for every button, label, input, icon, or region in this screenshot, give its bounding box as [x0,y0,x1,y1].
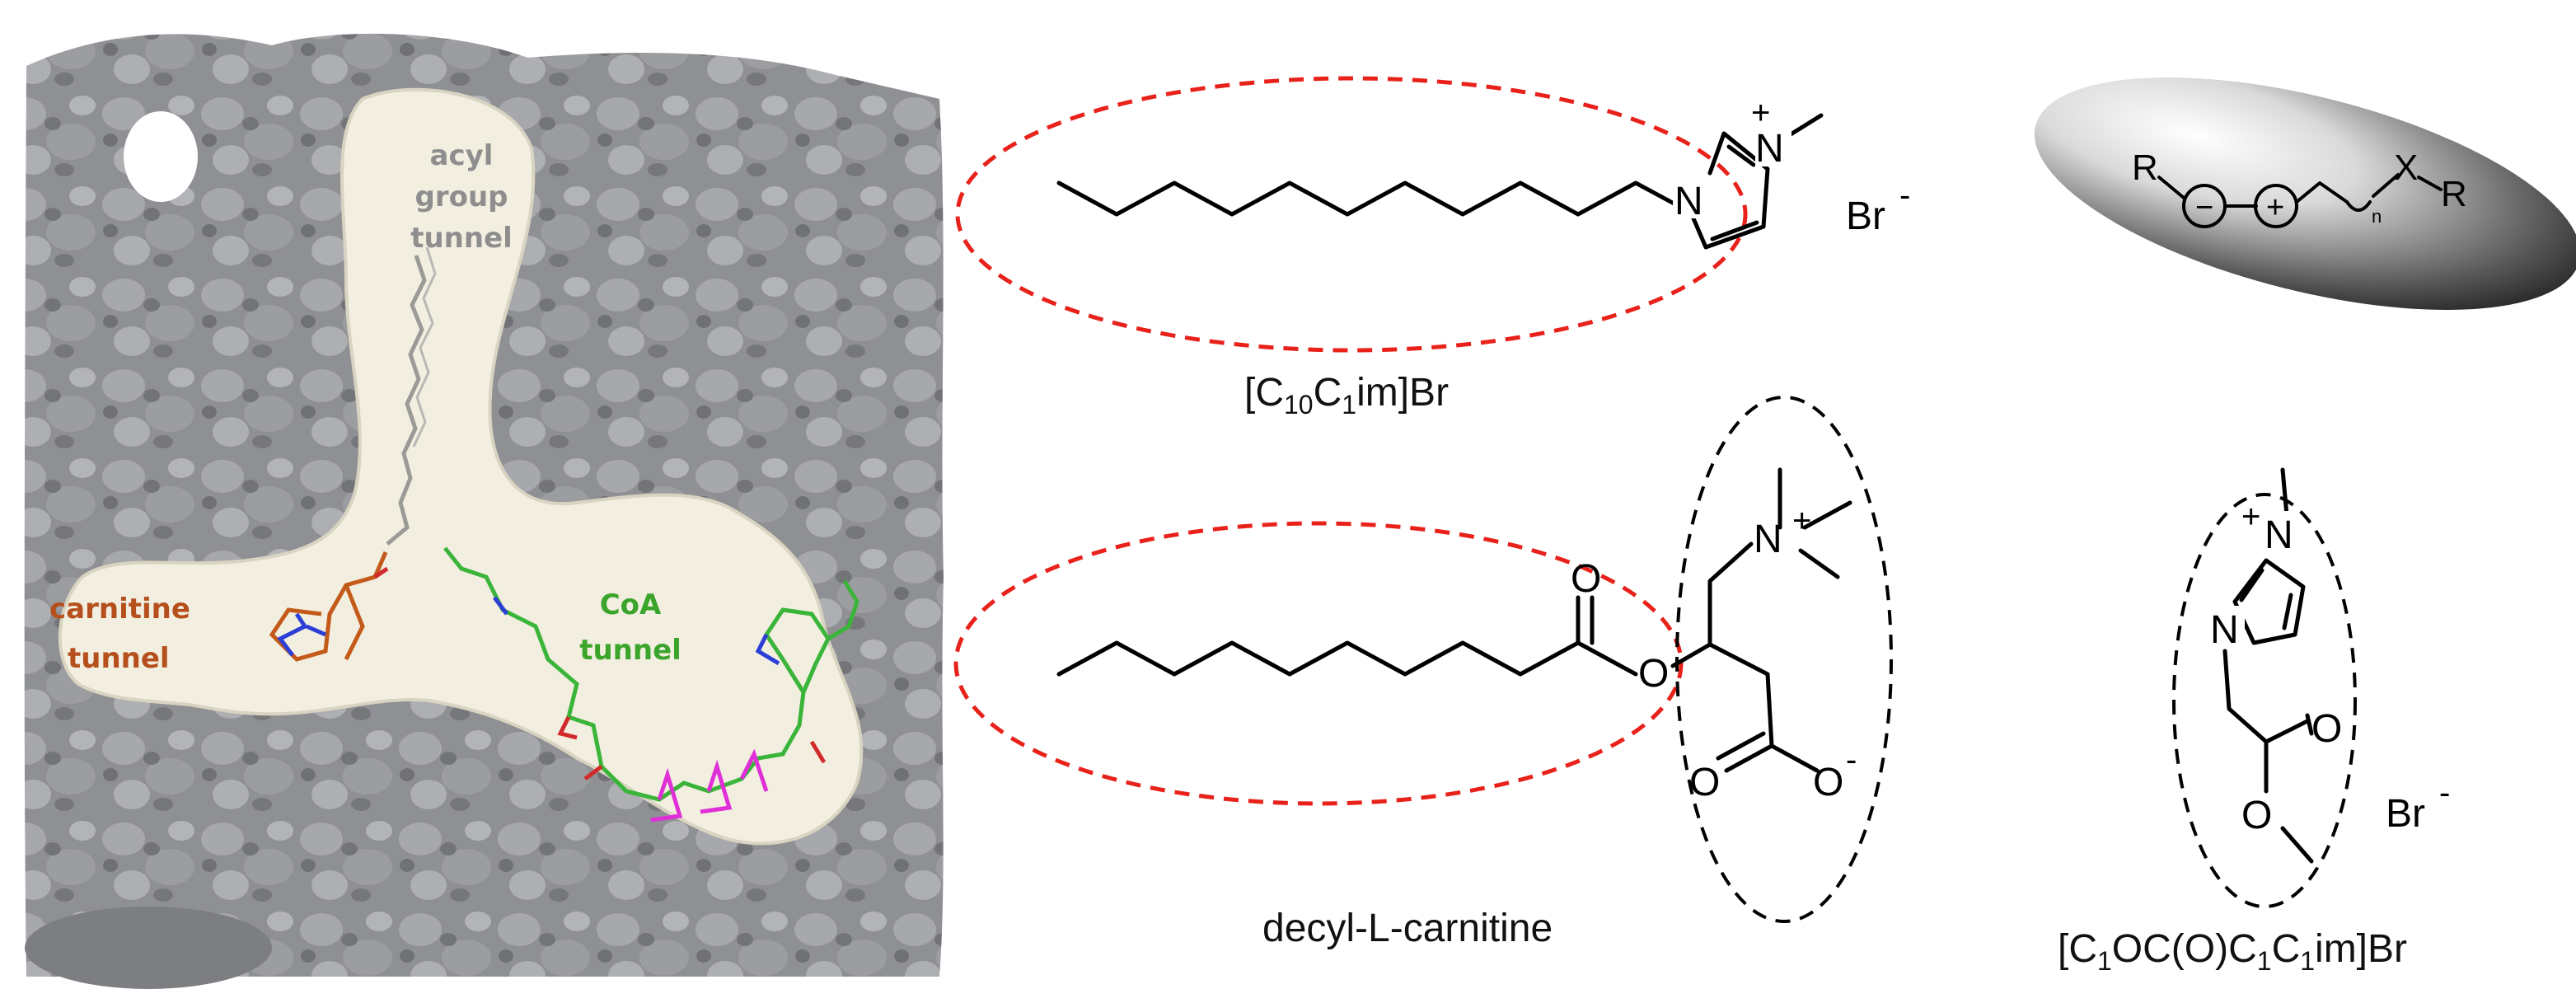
plus-circle [2254,184,2298,228]
protein-panel: acyl group tunnel carnitine tunnel CoA t… [24,33,944,989]
n-top-bg [2262,511,2298,554]
atom-o-carboxyl1: O [1689,761,1720,804]
carbonyl-3-a [2305,713,2314,736]
acyl-tunnel-label-1: acyl [430,139,494,172]
atom-n-top: N [2265,513,2293,557]
atom-o-carboxyl2: O [1813,761,1843,804]
ring-double-3a [2239,568,2265,602]
atom-n3: N [1755,127,1784,171]
counterion-charge-1: - [1899,177,1910,213]
n-methyl-right [1802,500,1852,530]
carnitine-sticks [269,551,389,662]
counterion-charge-3: - [2439,775,2450,811]
black-dashed-highlight-3 [2172,493,2357,908]
r-left-label: R [2132,148,2158,188]
ring-double-bond-1b [1726,144,1756,167]
carnitine-ch2-carboxyl [1707,642,1774,748]
caption-c1oc-c1c1im: [C1OC(O)C1C1im]Br [2058,927,2407,976]
x-label: X [2394,148,2418,188]
counterion-br-3: Br [2386,792,2425,836]
n-bottom-bg [2208,606,2245,649]
surface-shadow [25,907,272,989]
ring-double-bond-1a [1710,220,1759,241]
coa-sticks [443,546,859,823]
charge-plus-1: + [1751,95,1770,131]
o-methyl-3 [2280,826,2314,864]
coa-tunnel-label-2: tunnel [579,634,681,667]
n1-bg [1673,177,1709,218]
n-methyl-down [1798,548,1840,579]
acyl-chain-sticks-2 [412,246,437,448]
tunnel-cavity [58,87,864,846]
acyl-chain-sticks [386,255,427,546]
carnitine-tunnel-label-2: tunnel [68,642,170,675]
atom-o-carbonyl-3: O [2311,707,2342,751]
charge-plus-3: + [2241,499,2260,535]
carboxyl-double-b [1716,731,1766,761]
r-to-minus-bond [2157,176,2185,199]
minus-sign: − [2195,190,2213,225]
atom-n1: N [1674,180,1703,223]
alkyl-chain-1 [1056,180,1693,217]
x-to-r [2417,176,2443,191]
ester-linker-3 [2222,649,2310,744]
imidazolium-ring-1 [1688,131,1770,250]
carboxyl-charge: - [1846,742,1857,778]
atom-n-bottom: N [2210,608,2239,652]
carnitine-tunnel-label-1: carnitine [49,593,190,626]
counterion-br-1: Br [1846,195,1885,238]
surface-hole [124,111,198,202]
molecule-c10c1im: N N + Br - [C10C1im]Br [955,76,1910,419]
red-dashed-highlight-1 [955,76,1748,353]
ring-double-3b [2282,593,2293,630]
n-subscript: n [2372,206,2382,227]
black-dashed-highlight-2 [1675,396,1893,923]
atom-o-ester-3: O [2241,794,2272,837]
carboxyl-double-a [1724,743,1774,773]
general-chain [2295,181,2349,204]
repeat-bracket [2345,200,2372,212]
carboxyl-single [1769,743,1820,773]
imidazolium-ring-3 [2232,558,2306,645]
molecule-c1oc-c1c1im: N + N O O Br - [C1OC(O)C1C1im]Br [2058,467,2450,976]
chain-to-x [2372,173,2400,198]
caption-decyl-carnitine: decyl-L-carnitine [1262,907,1553,950]
atom-n-carnitine: N [1754,518,1782,561]
acyl-tunnel-label-2: group [415,180,508,213]
caption-c10c1im: [C10C1im]Br [1244,371,1449,419]
coa-tunnel-label-1: CoA [600,588,662,621]
molecule-decyl-carnitine: O O N + O O - decyl-L-carnitine [953,396,1893,950]
atom-o-carbonyl: O [1571,557,1601,601]
carnitine-backbone [1670,541,1754,668]
plus-sign: + [2266,190,2284,225]
acyl-tunnel-label-3: tunnel [410,222,513,255]
n-methyl-3 [2280,467,2289,518]
general-structure: R − + n X R [2034,77,2576,310]
charge-plus-2: + [1792,503,1811,539]
atom-o-ester: O [1638,652,1669,696]
n3-bg [1755,124,1791,166]
alkyl-chain-2 [1056,640,1638,677]
r-right-label: R [2441,174,2467,214]
